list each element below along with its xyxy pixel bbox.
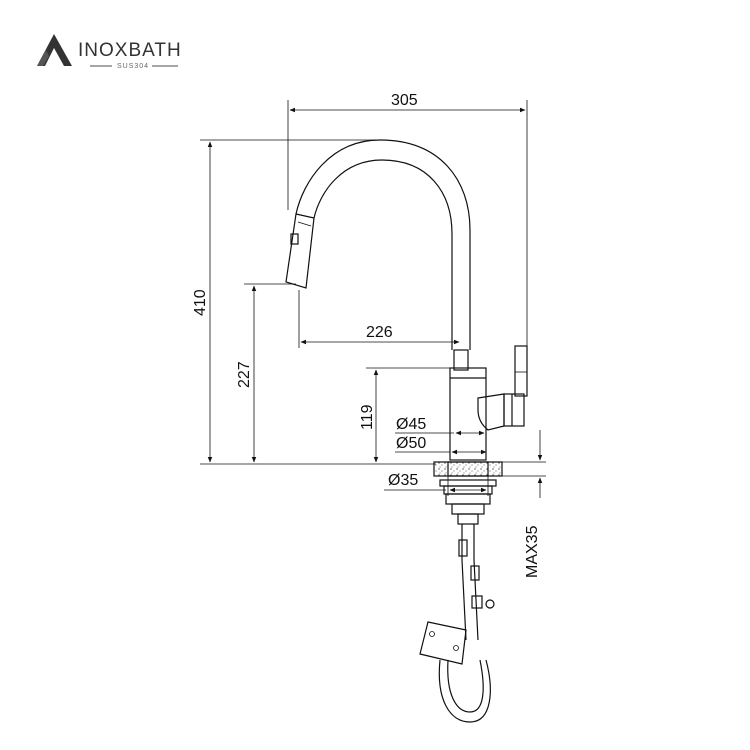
dim-spout-height: 227 <box>236 361 253 388</box>
brand-tagline: SUS304 <box>117 63 149 70</box>
dimension-annotations: 305 410 227 226 119 Ø45 Ø50 Ø35 <box>192 92 546 578</box>
dim-max-deck-thickness: MAX35 <box>524 525 541 578</box>
dim-hole-diameter: Ø35 <box>388 472 418 489</box>
dim-body-diameter-inner: Ø45 <box>396 416 426 433</box>
deck-mount <box>419 461 503 723</box>
dim-body-height: 119 <box>359 404 376 430</box>
dim-body-diameter-outer: Ø50 <box>396 435 426 452</box>
dim-total-height: 410 <box>192 289 209 316</box>
faucet-body <box>285 139 528 461</box>
dim-overall-reach: 305 <box>391 92 418 109</box>
brand-logo: INOXBATH SUS304 <box>37 34 182 70</box>
mountain-logo-icon <box>37 34 72 66</box>
brand-name: INOXBATH <box>78 40 182 61</box>
dim-spout-reach: 226 <box>366 324 393 341</box>
